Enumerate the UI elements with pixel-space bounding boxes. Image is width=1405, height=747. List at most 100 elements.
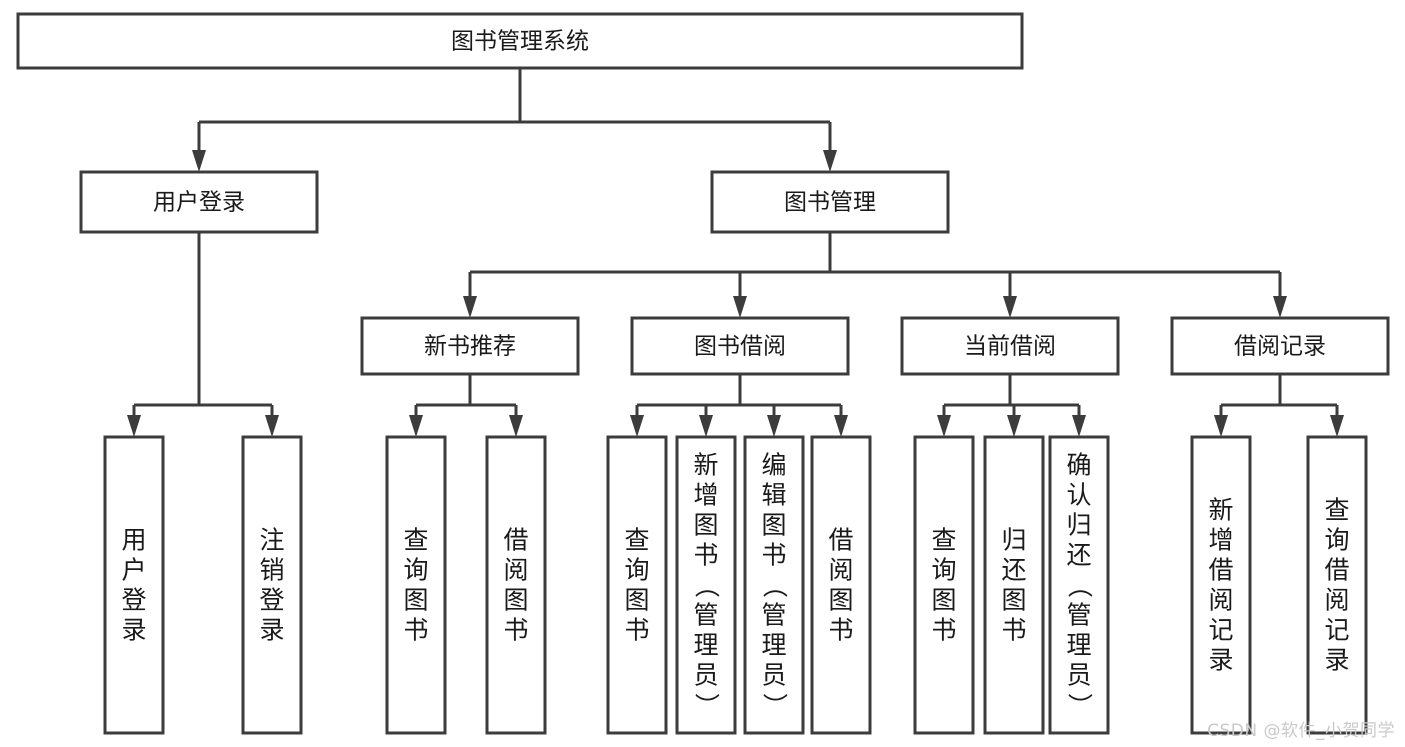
node-box[interactable]	[630, 316, 850, 376]
node-box[interactable]	[1190, 435, 1252, 735]
node-label: 图书管理	[784, 190, 876, 216]
node-book-manage[interactable]: 图书管理	[710, 170, 950, 234]
node-label-char: 书	[931, 615, 956, 644]
arrow-head-icon	[1330, 415, 1344, 437]
node-book-borrow[interactable]: 图书借阅	[630, 316, 850, 376]
node-label-char: 记	[1208, 615, 1233, 644]
node-label-char: 录	[1324, 645, 1349, 674]
arrow-head-icon	[1273, 296, 1287, 318]
node-label-char: 查	[624, 525, 649, 554]
node-label-char: （	[692, 573, 721, 598]
arrow-head-icon	[127, 415, 141, 437]
arrow-head-icon	[767, 415, 781, 437]
node-borrow-record[interactable]: 借阅记录	[1170, 316, 1390, 376]
node-label-char: 书	[828, 615, 853, 644]
node-label-char: ）	[1065, 693, 1094, 718]
node-root[interactable]: 图书管理系统	[16, 12, 1024, 70]
node-label-char: 理	[1066, 630, 1091, 659]
node-label-char: 新	[1208, 495, 1233, 524]
node-label-char: 图	[1001, 585, 1026, 614]
node-label-char: 阅	[1324, 585, 1349, 614]
node-label-char: 用	[121, 525, 146, 554]
node-box[interactable]	[900, 316, 1120, 376]
node-label-char: 辑	[761, 480, 786, 509]
node-label: 新书推荐	[424, 334, 516, 360]
node-new-book-recommend[interactable]: 新书推荐	[360, 316, 580, 376]
node-label-char: 查	[403, 525, 428, 554]
node-current-borrow[interactable]: 当前借阅	[900, 316, 1120, 376]
node-box[interactable]	[675, 435, 737, 735]
node-box[interactable]	[606, 435, 668, 735]
node-box[interactable]	[241, 435, 303, 735]
node-label-char: 管	[1066, 600, 1091, 629]
node-label-char: 归	[1001, 525, 1026, 554]
node-label-char: 新	[693, 450, 718, 479]
node-label-char: 书	[761, 540, 786, 569]
node-box[interactable]	[710, 170, 950, 234]
arrow-head-icon	[733, 296, 747, 318]
node-box[interactable]	[1170, 316, 1390, 376]
node-label-char: 查	[1324, 495, 1349, 524]
node-label-char: 借	[828, 525, 853, 554]
node-label-char: 图	[828, 585, 853, 614]
node-box[interactable]	[913, 435, 975, 735]
node-box[interactable]	[743, 435, 805, 735]
arrow-head-icon	[937, 415, 951, 437]
node-label-char: 确	[1066, 450, 1091, 479]
node-box[interactable]	[103, 435, 165, 735]
node-label-char: 员	[1066, 660, 1091, 689]
node-box[interactable]	[983, 435, 1045, 735]
node-box[interactable]	[360, 316, 580, 376]
node-label-char: 登	[121, 585, 146, 614]
node-box[interactable]	[1306, 435, 1368, 735]
node-user-login[interactable]: 用户登录	[79, 170, 319, 234]
node-label-char: 阅	[503, 555, 528, 584]
arrow-head-icon	[192, 150, 206, 172]
node-label-char: 借	[503, 525, 528, 554]
node-label: 当前借阅	[964, 334, 1056, 360]
arrow-head-icon	[699, 415, 713, 437]
node-label-char: 图	[931, 585, 956, 614]
node-box[interactable]	[1048, 435, 1110, 735]
node-label-char: 员	[693, 660, 718, 689]
node-label: 图书借阅	[694, 334, 786, 360]
node-label-char: 图	[761, 510, 786, 539]
node-box[interactable]	[810, 435, 872, 735]
arrow-head-icon	[834, 415, 848, 437]
node-label-char: 还	[1066, 540, 1091, 569]
node-label-char: （	[760, 573, 789, 598]
connector-layer	[127, 68, 1344, 437]
arrow-head-icon	[1214, 415, 1228, 437]
node-leaf-user-login[interactable]: 用户登录	[103, 435, 165, 735]
node-box[interactable]	[79, 170, 319, 234]
node-label-char: 归	[1066, 510, 1091, 539]
arrow-head-icon	[509, 415, 523, 437]
node-label-char: 图	[403, 585, 428, 614]
node-box[interactable]	[485, 435, 547, 735]
node-label-char: （	[1065, 573, 1094, 598]
node-label-char: 询	[1324, 525, 1349, 554]
node-label-char: 借	[1208, 555, 1233, 584]
node-box[interactable]	[385, 435, 447, 735]
node-label-char: 录	[121, 615, 146, 644]
node-label-char: 书	[503, 615, 528, 644]
node-label-char: 销	[259, 555, 284, 584]
arrow-head-icon	[823, 150, 837, 172]
arrow-head-icon	[1072, 415, 1086, 437]
node-box[interactable]	[16, 12, 1024, 70]
node-layer: 图书管理系统用户登录图书管理新书推荐图书借阅当前借阅借阅记录用户登录注销登录查询…	[16, 12, 1390, 735]
